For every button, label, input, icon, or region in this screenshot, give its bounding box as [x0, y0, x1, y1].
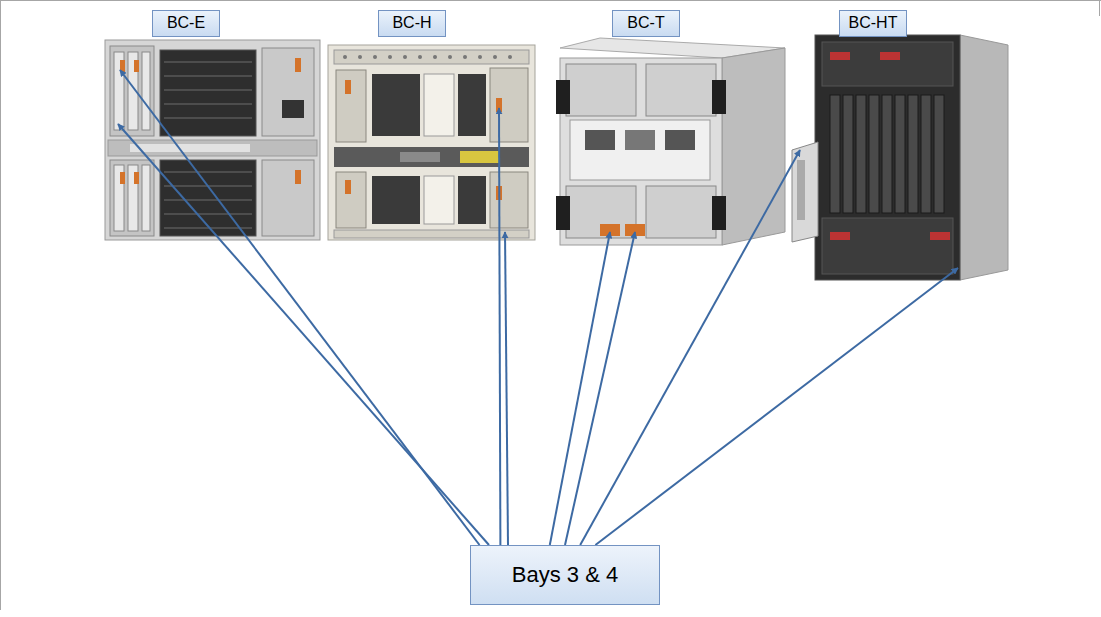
chassis-region: BC-HT: [790, 30, 1010, 280]
bay-arrow: [595, 268, 958, 545]
chassis-label: BC-HT: [839, 10, 907, 37]
bay-arrow: [120, 70, 480, 545]
bay-arrow: [580, 150, 800, 545]
bc-e-chassis: [105, 40, 320, 240]
chassis-label: BC-H: [378, 10, 446, 37]
bay-arrow: [118, 124, 489, 545]
chassis-label: BC-E: [152, 10, 220, 37]
bc-t-chassis: [556, 38, 785, 245]
chassis-label: BC-T: [612, 10, 680, 37]
bay-arrow: [505, 232, 508, 545]
chassis-region: BC-E: [105, 40, 320, 240]
bay-arrow: [550, 232, 610, 545]
bc-ht-chassis: [792, 35, 1008, 280]
bay-arrow: [565, 232, 635, 545]
chassis-region: BC-H: [328, 45, 535, 240]
bay-arrow: [499, 108, 500, 545]
bays-box: Bays 3 & 4: [470, 545, 660, 605]
bc-h-chassis: [328, 45, 535, 240]
bays-label: Bays 3 & 4: [512, 562, 618, 588]
chassis-region: BC-T: [545, 38, 785, 245]
